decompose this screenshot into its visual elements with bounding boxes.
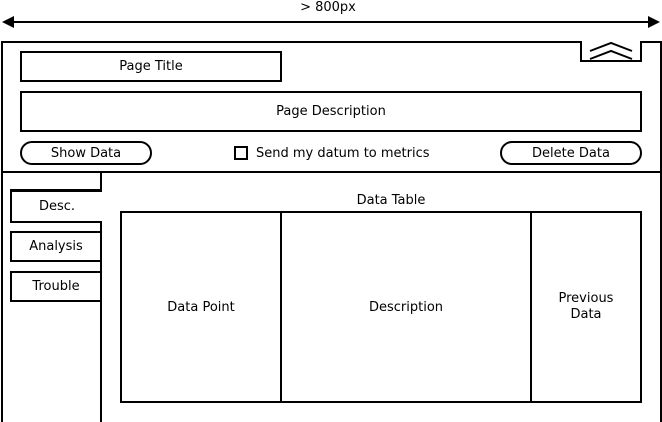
selected-tab-notch — [10, 189, 102, 191]
selected-tab-gap — [100, 192, 102, 221]
table-column-data-point: Data Point — [122, 213, 282, 401]
table-column-description: Description — [282, 213, 532, 401]
metrics-checkbox-label: Send my datum to metrics — [256, 145, 430, 161]
sidebar-tab-analysis[interactable]: Analysis — [10, 231, 102, 262]
sidebar-tab-label: Desc. — [38, 199, 76, 214]
sidebar-tab-desc[interactable]: Desc. — [10, 190, 102, 223]
width-annotation-label: > 800px — [300, 0, 356, 15]
previous-data-label: Previous Data — [558, 291, 614, 322]
width-annotation-arrow — [2, 16, 660, 28]
metrics-checkbox-row[interactable]: Send my datum to metrics — [234, 144, 430, 162]
table-column-previous-data: Previous Data — [532, 213, 640, 401]
page-description: Page Description — [20, 91, 642, 132]
collapse-header-button[interactable] — [580, 41, 642, 62]
table-title: Data Table — [356, 193, 426, 208]
metrics-checkbox[interactable] — [234, 146, 248, 160]
show-data-button[interactable]: Show Data — [20, 141, 152, 165]
double-chevron-up-icon — [589, 41, 633, 60]
page-title: Page Title — [20, 51, 282, 82]
header-divider — [1, 171, 662, 173]
window-frame — [1, 41, 662, 422]
delete-data-button[interactable]: Delete Data — [500, 141, 642, 165]
sidebar-tab-trouble[interactable]: Trouble — [10, 271, 102, 302]
data-table: Data Point Description Previous Data — [120, 211, 642, 403]
